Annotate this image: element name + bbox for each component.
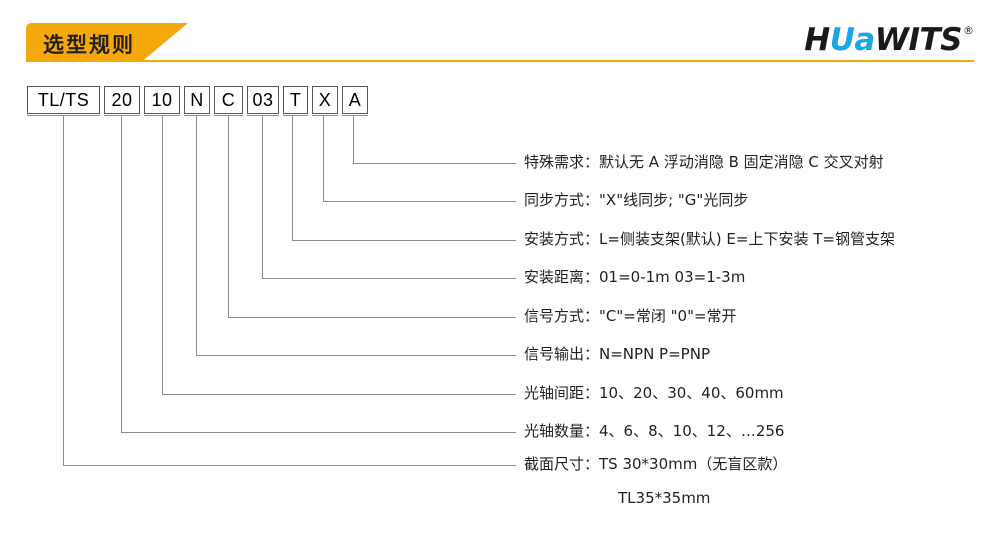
description-value-8: TS 30*30mm（无盲区款） xyxy=(599,455,788,473)
brand-logo: H Ua WITS ® xyxy=(804,24,974,56)
connector-vertical-6 xyxy=(292,115,293,240)
description-label-4: 信号方式： xyxy=(524,307,600,325)
description-row-7: 光轴数量：4、6、8、10、12、…256 xyxy=(524,424,784,439)
connector-horizontal-8 xyxy=(353,163,516,164)
description-label-8: 截面尺寸： xyxy=(524,455,600,473)
logo-text-part2: Ua xyxy=(829,22,876,58)
logo-text-part3: WITS xyxy=(874,22,963,58)
description-row-0: 特殊需求：默认无 A 浮动消隐 B 固定消隐 C 交叉对射 xyxy=(524,155,884,170)
logo-text-part1: H xyxy=(804,22,830,58)
description-row-2: 安装方式：L=侧装支架(默认) E=上下安装 T=钢管支架 xyxy=(524,232,895,247)
description-label-2: 安装方式： xyxy=(524,230,600,248)
connector-horizontal-2 xyxy=(162,394,516,395)
description-row-1: 同步方式："X"线同步; "G"光同步 xyxy=(524,193,748,208)
description-label-3: 安装距离： xyxy=(524,268,600,286)
description-value-2: L=侧装支架(默认) E=上下安装 T=钢管支架 xyxy=(599,230,895,248)
connector-stub-8 xyxy=(342,115,368,116)
description-row-5: 信号输出：N=NPN P=PNP xyxy=(524,347,710,362)
description-row-8: 截面尺寸：TS 30*30mm（无盲区款） xyxy=(524,457,787,472)
code-box-n: N xyxy=(184,86,210,114)
connector-vertical-3 xyxy=(196,115,197,355)
registered-trademark-icon: ® xyxy=(963,24,974,37)
description-label-5: 信号输出： xyxy=(524,345,600,363)
connector-stub-6 xyxy=(283,115,308,116)
connector-stub-7 xyxy=(312,115,338,116)
code-box-x: X xyxy=(312,86,338,114)
description-value-3: 01=0-1m 03=1-3m xyxy=(599,268,746,286)
code-box-t: T xyxy=(283,86,308,114)
page-title: 选型规则 xyxy=(43,33,135,57)
description-value-0: 默认无 A 浮动消隐 B 固定消隐 C 交叉对射 xyxy=(599,153,884,171)
code-box-10: 10 xyxy=(144,86,180,114)
description-value-7: 4、6、8、10、12、…256 xyxy=(599,422,785,440)
connector-vertical-2 xyxy=(162,115,163,394)
description-value-5: N=NPN P=PNP xyxy=(599,345,710,363)
description-label-1: 同步方式： xyxy=(524,191,600,209)
connector-vertical-8 xyxy=(353,115,354,163)
code-box-c: C xyxy=(214,86,243,114)
connector-horizontal-0 xyxy=(63,465,516,466)
description-value-6: 10、20、30、40、60mm xyxy=(599,384,784,402)
description-label-7: 光轴数量： xyxy=(524,422,600,440)
connector-vertical-1 xyxy=(121,115,122,432)
code-box-tl-ts: TL/TS xyxy=(27,86,100,114)
connector-stub-3 xyxy=(184,115,210,116)
description-row-3: 安装距离：01=0-1m 03=1-3m xyxy=(524,270,745,285)
connector-horizontal-1 xyxy=(121,432,516,433)
description-label-6: 光轴间距： xyxy=(524,384,600,402)
description-continuation: TL35*35mm xyxy=(618,489,711,507)
connector-vertical-5 xyxy=(262,115,263,278)
connector-horizontal-5 xyxy=(262,278,516,279)
connector-horizontal-6 xyxy=(292,240,516,241)
connector-vertical-4 xyxy=(228,115,229,317)
description-row-4: 信号方式："C"=常闭 "0"=常开 xyxy=(524,309,737,324)
connector-horizontal-4 xyxy=(228,317,516,318)
description-value-1: "X"线同步; "G"光同步 xyxy=(599,191,749,209)
connector-horizontal-7 xyxy=(323,201,516,202)
connector-vertical-7 xyxy=(323,115,324,201)
description-label-0: 特殊需求： xyxy=(524,153,600,171)
description-row-6: 光轴间距：10、20、30、40、60mm xyxy=(524,386,784,401)
connector-vertical-0 xyxy=(63,115,64,465)
code-box-a: A xyxy=(342,86,368,114)
connector-stub-5 xyxy=(247,115,279,116)
code-box-03: 03 xyxy=(247,86,279,114)
connector-stub-1 xyxy=(104,115,140,116)
code-box-20: 20 xyxy=(104,86,140,114)
connector-horizontal-3 xyxy=(196,355,516,356)
description-value-4: "C"=常闭 "0"=常开 xyxy=(599,307,737,325)
header-divider-rule xyxy=(26,60,974,62)
